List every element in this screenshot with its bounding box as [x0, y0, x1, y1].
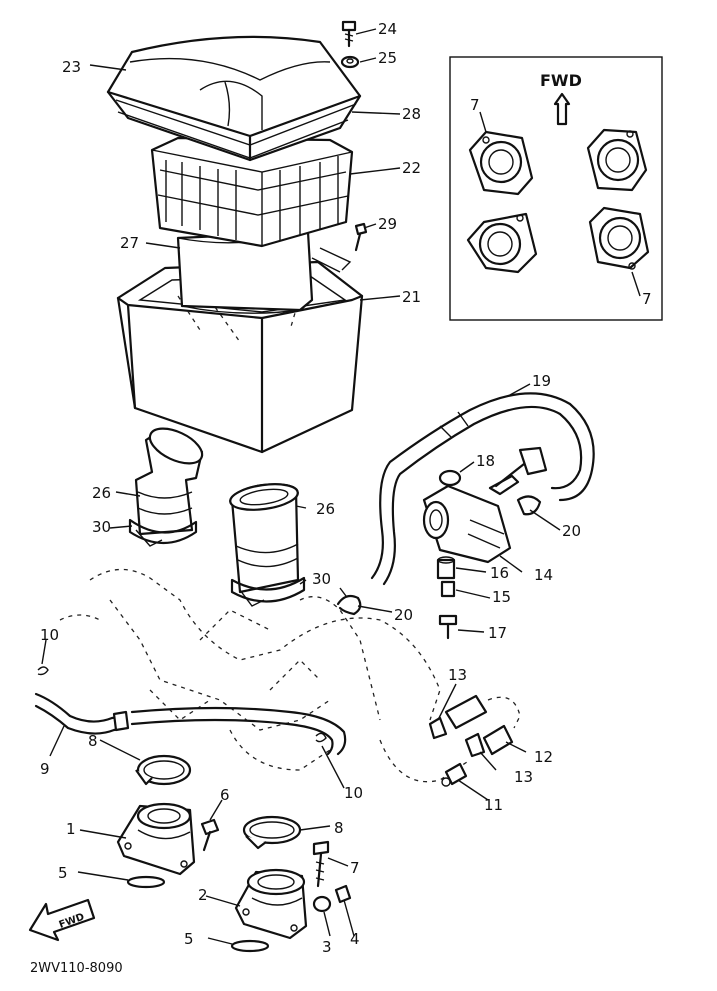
collar-3	[312, 895, 332, 913]
callout-13-top: 13	[448, 666, 467, 684]
callout-16: 16	[490, 564, 509, 582]
callout-20-right: 20	[562, 522, 581, 540]
callout-24: 24	[378, 20, 397, 38]
fwd-arrow: FWD	[28, 898, 96, 942]
nipple-11	[441, 762, 468, 787]
callout-10-left: 10	[40, 626, 59, 644]
callout-7-inset-top: 7	[470, 96, 480, 114]
inset-fwd-label: FWD	[540, 71, 582, 90]
hose-joint-13b	[464, 732, 486, 758]
callout-19: 19	[532, 372, 551, 390]
air-cut-valve	[422, 446, 548, 640]
air-cleaner-joint-left	[128, 427, 204, 547]
callout-25: 25	[378, 49, 397, 67]
hose-joint-13a	[428, 716, 448, 740]
joint-rear-left	[466, 212, 538, 274]
joint-front-right	[586, 128, 648, 192]
callout-20-left: 20	[394, 606, 413, 624]
callout-7-inset-bottom: 7	[642, 290, 652, 308]
air-cleaner-case-cap	[106, 35, 362, 162]
clip-10a	[37, 666, 49, 676]
case-screw	[354, 222, 368, 252]
callout-5-bottom: 5	[184, 930, 194, 948]
clamp-8a	[135, 754, 192, 786]
screw-7	[312, 840, 330, 888]
callout-17: 17	[488, 624, 507, 642]
clip-4	[334, 884, 352, 904]
callout-22: 22	[402, 159, 421, 177]
hose-12	[444, 694, 521, 756]
callout-9: 9	[40, 760, 50, 778]
callout-13-bottom: 13	[514, 768, 533, 786]
air-cleaner-joint-right	[229, 483, 306, 607]
hose-clip-a	[336, 587, 362, 616]
air-filter-element	[176, 230, 314, 314]
callout-14: 14	[534, 566, 553, 584]
carburetor-joint-1	[116, 802, 196, 876]
callout-1: 1	[66, 820, 76, 838]
callout-15: 15	[492, 588, 511, 606]
callout-26-right: 26	[316, 500, 335, 518]
callout-7-main: 7	[350, 859, 360, 877]
cap-washer	[340, 55, 360, 69]
clamp-8b	[242, 815, 302, 850]
callout-27: 27	[120, 234, 139, 252]
callout-28: 28	[402, 105, 421, 123]
callout-12: 12	[534, 748, 553, 766]
callout-4: 4	[350, 930, 360, 948]
hose-9	[34, 692, 130, 735]
joint-front-left	[468, 130, 534, 196]
callout-6: 6	[220, 786, 230, 804]
clip-10b	[315, 732, 327, 743]
leader-lines	[41, 28, 641, 945]
callout-10-right: 10	[344, 784, 363, 802]
carburetor-joint-inset	[449, 56, 663, 321]
carburetor-joint-2	[234, 868, 308, 940]
callout-11: 11	[484, 796, 503, 814]
callout-8-top: 8	[88, 732, 98, 750]
callout-30-right: 30	[312, 570, 331, 588]
o-ring-5b	[230, 939, 270, 953]
o-ring-5a	[126, 875, 166, 889]
callout-3: 3	[322, 938, 332, 956]
callout-23: 23	[62, 58, 81, 76]
screw-6	[200, 818, 220, 852]
cap-screw	[341, 20, 357, 48]
hose-19	[370, 392, 595, 586]
callout-26-left: 26	[92, 484, 111, 502]
carburetor-outline	[59, 568, 471, 783]
callout-2: 2	[198, 886, 208, 904]
callout-30-left: 30	[92, 518, 111, 536]
diagram-code: 2WV110-8090	[30, 961, 123, 976]
callout-5-top: 5	[58, 864, 68, 882]
callout-8-bottom: 8	[334, 819, 344, 837]
callout-18: 18	[476, 452, 495, 470]
callout-21: 21	[402, 288, 421, 306]
joint-rear-right	[588, 206, 650, 270]
callout-29: 29	[378, 215, 397, 233]
callouts: 23 24 25 28 22 29 27 21 FWD 7 7 19 18 20…	[30, 20, 652, 976]
hose-10	[130, 706, 347, 756]
